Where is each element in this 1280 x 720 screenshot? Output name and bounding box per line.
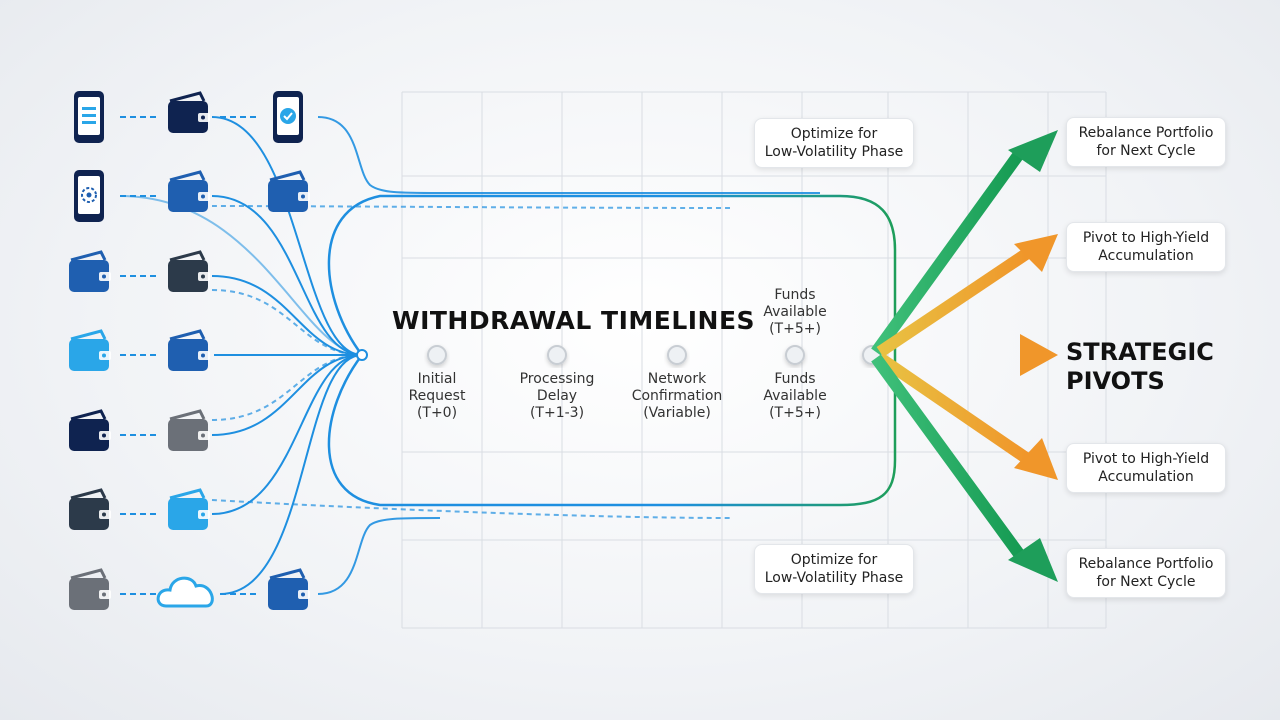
wallet-blue-icon xyxy=(168,170,210,212)
pivot-title: STRATEGIC PIVOTS xyxy=(1066,338,1214,395)
stage-label-network: Network Confirmation (Variable) xyxy=(631,371,723,421)
arrow-rebalance-top-head xyxy=(1008,130,1058,172)
stage-node xyxy=(785,345,805,365)
wallet-gray-icon xyxy=(168,409,210,451)
wallet-dark-icon xyxy=(168,250,210,292)
timeline-start-node xyxy=(356,349,368,361)
stage-label-initial: Initial Request (T+0) xyxy=(408,371,466,421)
wallet-navy-icon xyxy=(69,409,111,451)
pivot-arrows xyxy=(871,130,1058,582)
input-flow-lines xyxy=(119,116,820,595)
stage-label-funds: Funds Available (T+5+) xyxy=(763,371,827,421)
wallet-blue-icon xyxy=(69,250,111,292)
wallet-light-blue-icon xyxy=(69,329,111,371)
arrow-rebalance-bottom xyxy=(871,354,1027,562)
phone-network-icon xyxy=(74,170,104,222)
arrow-rebalance-bottom-head xyxy=(1008,538,1058,582)
arrow-pivot-top xyxy=(876,249,1030,357)
wallet-navy-icon xyxy=(168,91,210,133)
pivot-box-rebalance-top: Rebalance Portfolio for Next Cycle xyxy=(1066,117,1226,167)
diagram-title: WITHDRAWAL TIMELINES xyxy=(392,306,756,335)
stage-node xyxy=(427,345,447,365)
pivot-box-highyield-top: Pivot to High-Yield Accumulation xyxy=(1066,222,1226,272)
cloud-icon xyxy=(156,576,214,608)
wallet-blue-icon xyxy=(268,568,310,610)
arrow-rebalance-top xyxy=(871,146,1027,356)
source-icons xyxy=(69,91,310,610)
wallet-gray-icon xyxy=(69,568,111,610)
phone-check-icon xyxy=(273,91,303,143)
wallet-dark-icon xyxy=(69,488,111,530)
pivot-box-rebalance-bottom: Rebalance Portfolio for Next Cycle xyxy=(1066,548,1226,598)
arrow-pivot-bottom xyxy=(876,353,1030,463)
arrow-pivot-bottom-head xyxy=(1014,438,1058,480)
optimize-box-bottom: Optimize for Low-Volatility Phase xyxy=(754,544,914,594)
stage-label-processing: Processing Delay (T+1-3) xyxy=(519,371,595,421)
stage-label-top: Funds Available (T+5+) xyxy=(763,287,827,337)
timeline-loop xyxy=(327,194,897,507)
arrow-main-head xyxy=(1020,334,1058,376)
pivot-box-highyield-bottom: Pivot to High-Yield Accumulation xyxy=(1066,443,1226,493)
stage-node xyxy=(547,345,567,365)
optimize-box-top: Optimize for Low-Volatility Phase xyxy=(754,118,914,168)
wallet-blue-icon xyxy=(168,329,210,371)
stage-node xyxy=(667,345,687,365)
arrow-pivot-top-head xyxy=(1014,234,1058,272)
phone-list-icon xyxy=(74,91,104,143)
wallet-blue-icon xyxy=(268,170,310,212)
wallet-light-blue-icon xyxy=(168,488,210,530)
